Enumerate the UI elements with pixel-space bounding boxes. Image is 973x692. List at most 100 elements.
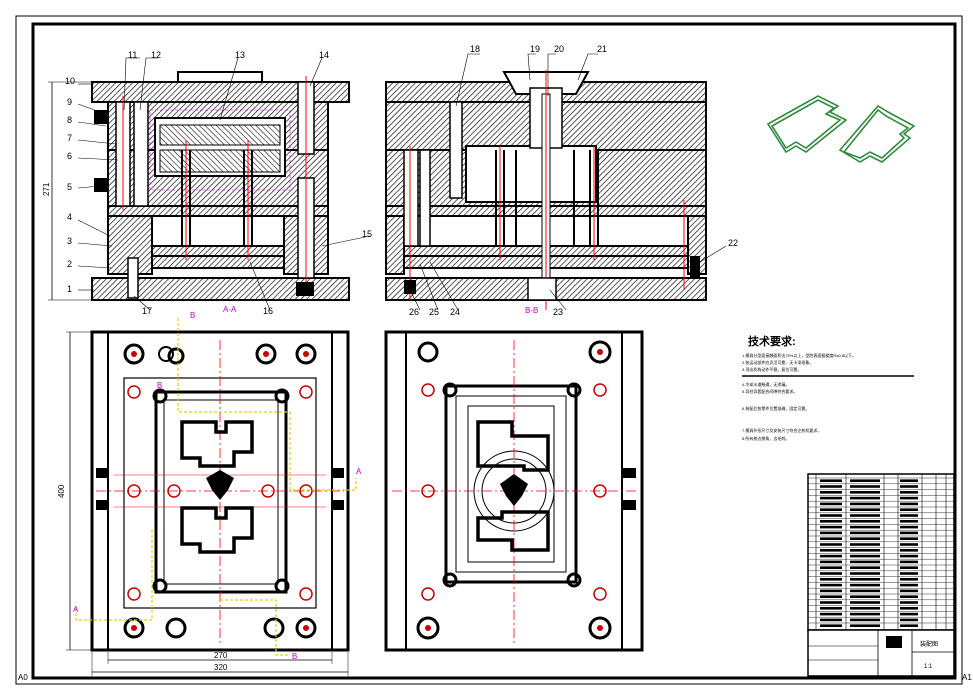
leader-lines-bb — [409, 53, 727, 311]
section-aa-view — [48, 71, 350, 301]
bom-cell-text-block — [900, 572, 918, 575]
plan-view-left — [66, 318, 357, 676]
leader-lines-aa — [77, 57, 371, 311]
bom-cell-text-block — [850, 508, 880, 511]
part-label-25: 25 — [429, 307, 439, 317]
bom-cell-text-block — [900, 566, 918, 569]
bom-cell-text-block — [900, 514, 918, 517]
part-label-9: 9 — [67, 97, 72, 107]
bom-cell-text-block — [900, 607, 918, 610]
bom-cell-text-block — [900, 496, 918, 500]
bom-cell-text-block — [820, 485, 842, 488]
dimension-400: 400 — [57, 484, 66, 498]
bom-cell-text-block — [820, 607, 842, 610]
plan-view-right — [384, 330, 644, 652]
svg-text:5.导柱导套配合间隙符合要求。: 5.导柱导套配合间隙符合要求。 — [742, 388, 797, 394]
dimension-320: 320 — [214, 663, 228, 672]
bom-cell-text-block — [900, 520, 918, 523]
bom-cell-text-block — [850, 578, 880, 581]
bom-cell-text-block — [820, 618, 842, 622]
bom-cell-text-block — [850, 583, 880, 587]
bom-cell-text-block — [900, 612, 918, 616]
bom-cell-text-block — [900, 525, 918, 529]
bom-cell-text-block — [820, 543, 842, 546]
part-label-7: 7 — [67, 133, 72, 143]
part-label-4: 4 — [67, 212, 72, 222]
bom-cell-text-block — [820, 572, 842, 575]
part-label-10: 10 — [65, 76, 75, 86]
section-bb-view — [385, 70, 707, 310]
bom-cell-text-block — [850, 514, 880, 517]
bom-cell-text-block — [900, 531, 918, 535]
bom-cell-text-block — [820, 583, 842, 587]
tech-requirements-heading: 技术要求: — [748, 334, 796, 348]
bom-cell-text-block — [900, 508, 918, 511]
corner-label-left: A0 — [18, 673, 28, 682]
bom-rows — [808, 477, 954, 627]
svg-text:8.所有棱边倒角，去毛刺。: 8.所有棱边倒角，去毛刺。 — [742, 435, 789, 441]
bom-cell-text-block — [820, 525, 842, 529]
part-label-19: 19 — [530, 44, 540, 54]
dimension-271: 271 — [42, 182, 51, 196]
part-label-14: 14 — [319, 50, 329, 60]
bom-cell-text-block — [820, 514, 842, 517]
cut-marker-b-mid: B — [157, 381, 162, 390]
cut-marker-b-top: B — [190, 311, 195, 320]
bom-cell-text-block — [820, 601, 842, 604]
bom-cell-text-block — [820, 549, 842, 552]
sheet-inner-border — [31, 22, 957, 680]
bom-cell-text-block — [820, 589, 842, 593]
bom-cell-text-block — [820, 491, 842, 494]
part-label-15: 15 — [362, 229, 372, 239]
bom-cell-text-block — [820, 560, 842, 564]
bom-cell-text-block — [820, 496, 842, 500]
part-label-6: 6 — [67, 151, 72, 161]
title-block-name: 装配图 — [920, 640, 938, 648]
bom-cell-text-block — [900, 485, 918, 488]
bom-cell-text-block — [850, 612, 880, 616]
bom-cell-text-block — [900, 479, 918, 482]
bom-cell-text-block — [850, 537, 880, 540]
bom-cell-text-block — [850, 595, 880, 598]
part-label-8: 8 — [67, 115, 72, 125]
bom-cell-text-block — [900, 618, 918, 622]
bom-cell-text-block — [850, 624, 880, 627]
cut-marker-a-left: A — [73, 605, 79, 614]
part-label-2: 2 — [67, 259, 72, 269]
part-label-17: 17 — [142, 306, 152, 316]
bom-cell-text-block — [850, 589, 880, 593]
bom-cell-text-block — [900, 601, 918, 604]
bom-cell-text-block — [820, 537, 842, 540]
part-label-21: 21 — [597, 44, 607, 54]
sheet-outer-border — [15, 15, 963, 685]
bom-cell-text-block — [900, 624, 918, 627]
tech-requirements-list: 1.模具分型面接触面积达75%以上，型腔表面粗糙度Ra0.8以下。 2.各运动部… — [742, 352, 856, 441]
bom-cell-text-block — [850, 485, 880, 488]
bom-cell-text-block — [820, 554, 842, 558]
bom-cell-text-block — [820, 479, 842, 482]
bom-cell-text-block — [820, 578, 842, 581]
bom-cell-text-block — [850, 491, 880, 494]
part-label-11: 11 — [128, 50, 137, 60]
bom-cell-text-block — [850, 531, 880, 535]
bom-cell-text-block — [820, 624, 842, 627]
bom-cell-text-block — [850, 496, 880, 500]
bom-cell-text-block — [900, 537, 918, 540]
svg-text:7.模具外形尺寸及安装尺寸符合注射机要求。: 7.模具外形尺寸及安装尺寸符合注射机要求。 — [742, 427, 821, 433]
part-label-24: 24 — [450, 307, 460, 317]
bom-cell-text-block — [850, 554, 880, 558]
cut-marker-b-bottom: B — [292, 652, 297, 661]
bom-cell-text-block — [850, 543, 880, 546]
part-isometric-sketch — [766, 95, 916, 163]
part-label-22: 22 — [728, 238, 738, 248]
svg-text:4.冷却水道畅通，无渗漏。: 4.冷却水道畅通，无渗漏。 — [742, 381, 789, 387]
cut-marker-a-right: A — [356, 467, 362, 476]
part-label-1: 1 — [67, 284, 72, 294]
bom-cell-text-block — [900, 560, 918, 564]
bom-cell-text-block — [820, 508, 842, 511]
part-label-20: 20 — [554, 44, 564, 54]
bom-cell-text-block — [900, 595, 918, 598]
bom-cell-text-block — [900, 491, 918, 494]
section-label-aa: A-A — [223, 305, 237, 314]
bom-cell-text-block — [850, 479, 880, 482]
